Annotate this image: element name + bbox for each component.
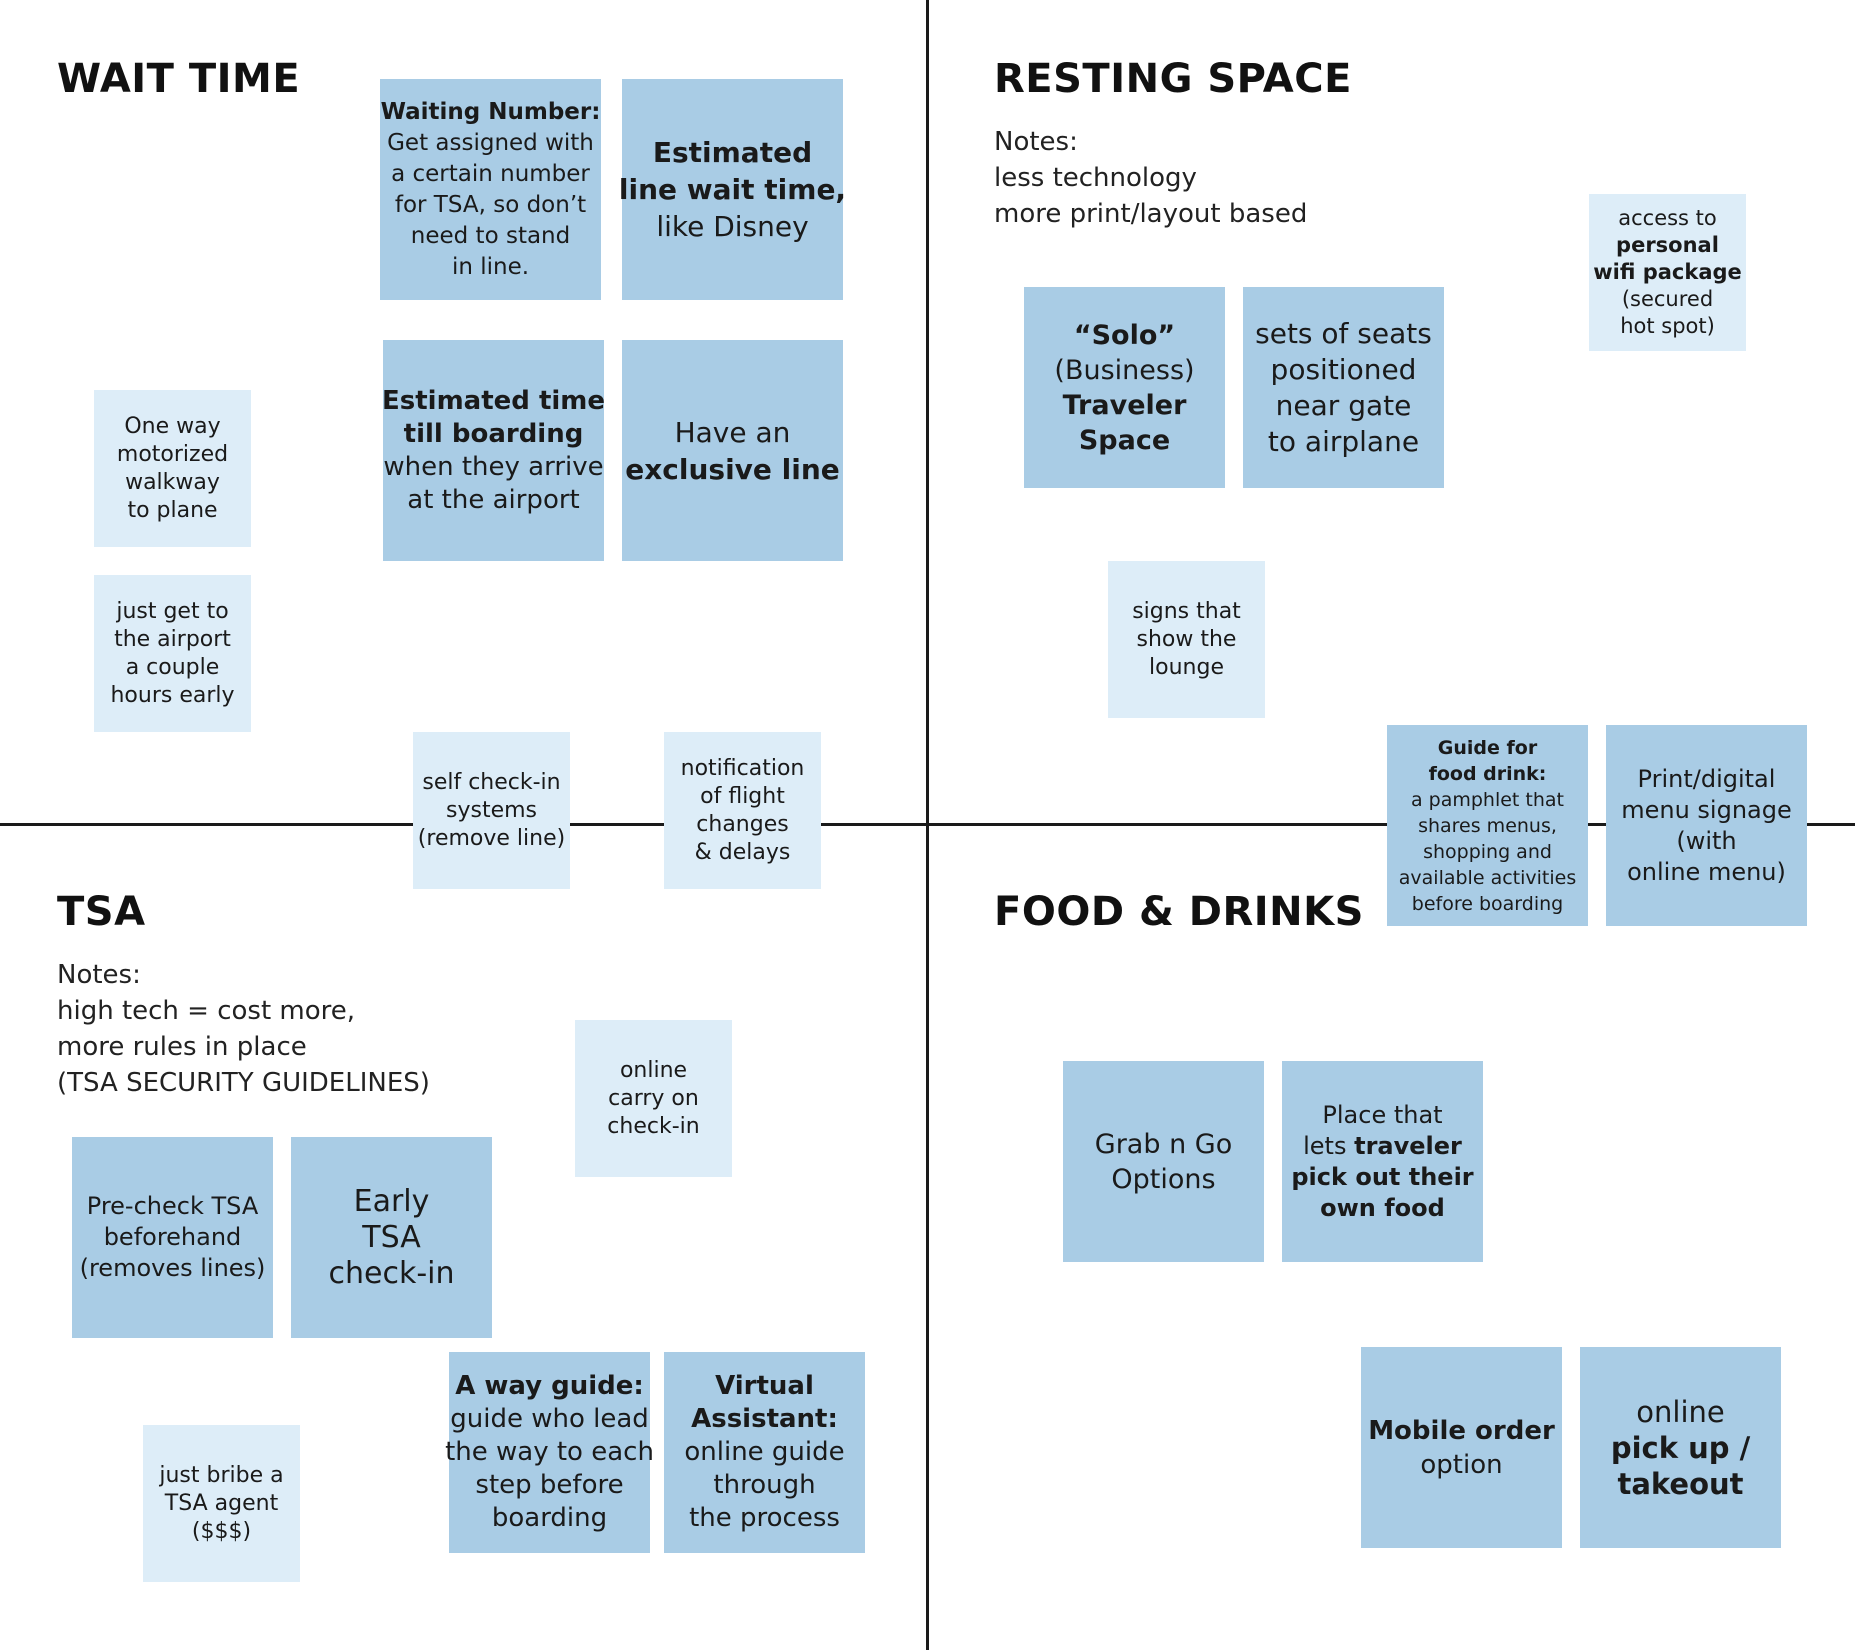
sticky-solo-traveler: “Solo” (Business) Traveler Space bbox=[1024, 287, 1225, 488]
tsa-notes: Notes: high tech = cost more, more rules… bbox=[57, 960, 430, 1098]
sticky-carry-on-checkin: online carry on check-in bbox=[575, 1020, 732, 1177]
sticky-pick-own-food: Place that lets traveler pick out their … bbox=[1282, 1061, 1483, 1262]
horizontal-divider bbox=[0, 823, 1855, 826]
sticky-way-guide: A way guide: guide who lead the way to e… bbox=[445, 1352, 654, 1553]
sticky-pickup-takeout: online pick up / takeout bbox=[1580, 1347, 1781, 1548]
sticky-mobile-order: Mobile order option bbox=[1361, 1347, 1562, 1548]
sticky-estimated-line-wait: Estimated line wait time, like Disney bbox=[619, 79, 846, 300]
heading-wait-time: WAIT TIME bbox=[57, 56, 301, 102]
sticky-early-tsa-checkin: Early TSA check-in bbox=[291, 1137, 492, 1338]
sticky-exclusive-line: Have an exclusive line bbox=[622, 340, 843, 561]
sticky-menu-signage: Print/digital menu signage (with online … bbox=[1606, 725, 1807, 926]
sticky-bribe-agent: just bribe a TSA agent ($$$) bbox=[143, 1425, 300, 1582]
sticky-wifi-package: access to personal wifi package (secured… bbox=[1589, 194, 1746, 351]
sticky-guide-food-drink: Guide for food drink: a pamphlet that sh… bbox=[1387, 725, 1588, 926]
heading-food-drinks: FOOD & DRINKS bbox=[994, 889, 1364, 935]
sticky-virtual-assistant: Virtual Assistant: online guide through … bbox=[664, 1352, 865, 1553]
sticky-grab-n-go: Grab n Go Options bbox=[1063, 1061, 1264, 1262]
sticky-seats-near-gate: sets of seats positioned near gate to ai… bbox=[1243, 287, 1444, 488]
heading-tsa: TSA bbox=[57, 889, 146, 935]
heading-resting-space: RESTING SPACE bbox=[994, 56, 1352, 102]
sticky-precheck-tsa: Pre-check TSA beforehand (removes lines) bbox=[72, 1137, 273, 1338]
sticky-self-checkin: self check-in systems (remove line) bbox=[413, 732, 570, 889]
sticky-flight-notification: notification of flight changes & delays bbox=[664, 732, 821, 889]
sticky-motorized-walkway: One way motorized walkway to plane bbox=[94, 390, 251, 547]
sticky-estimated-time-boarding: Estimated time till boarding when they a… bbox=[382, 340, 605, 561]
sticky-lounge-signs: signs that show the lounge bbox=[1108, 561, 1265, 718]
sticky-waiting-number: Waiting Number: Get assigned with a cert… bbox=[380, 79, 601, 300]
sticky-get-early: just get to the airport a couple hours e… bbox=[94, 575, 251, 732]
resting-space-notes: Notes: less technology more print/layout… bbox=[994, 127, 1308, 229]
